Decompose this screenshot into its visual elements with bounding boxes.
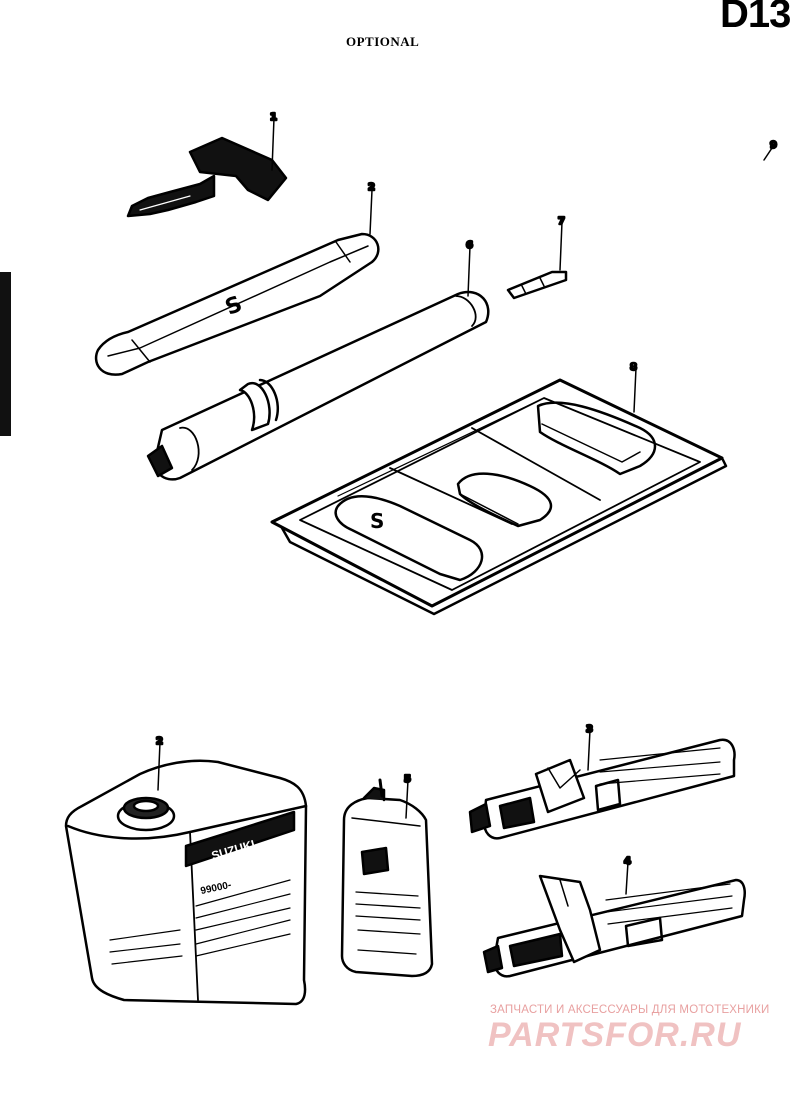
- valve-pin: [506, 270, 568, 300]
- page-title: OPTIONAL: [346, 34, 420, 49]
- svg-text:S: S: [370, 509, 384, 533]
- ignition-key: [126, 136, 288, 218]
- callout-9: 9: [770, 140, 777, 151]
- page-code: D13: [720, 0, 791, 36]
- svg-text:S: S: [222, 292, 246, 321]
- callout-7: 7: [558, 216, 565, 227]
- oil-can-large: SUZUKI 99000-: [64, 759, 308, 1006]
- callout-3: 3: [586, 724, 593, 735]
- tire-lever: S: [94, 232, 380, 376]
- callout-6: 6: [466, 240, 473, 251]
- callout-2-can: 2: [156, 736, 163, 747]
- spout-oil-can: [340, 778, 434, 978]
- can-number-label: 99000-: [200, 880, 233, 897]
- watermark-logo: PARTSFOR.RU: [488, 1016, 742, 1054]
- callout-1: 1: [270, 112, 277, 123]
- tire-pump: [146, 290, 490, 481]
- grease-tube-4: [482, 874, 746, 978]
- grease-tube-3: [468, 738, 736, 840]
- callout-4: 4: [624, 856, 631, 867]
- scan-edge-bar: [0, 272, 11, 436]
- callout-8: 8: [630, 362, 637, 373]
- callout-2-lever: 2: [368, 182, 375, 193]
- watermark-tagline: ЗАПЧАСТИ И АКСЕССУАРЫ ДЛЯ МОТОТЕХНИКИ: [490, 1004, 770, 1016]
- repair-kit-tray: S: [270, 378, 728, 616]
- callout-5: 5: [404, 774, 411, 785]
